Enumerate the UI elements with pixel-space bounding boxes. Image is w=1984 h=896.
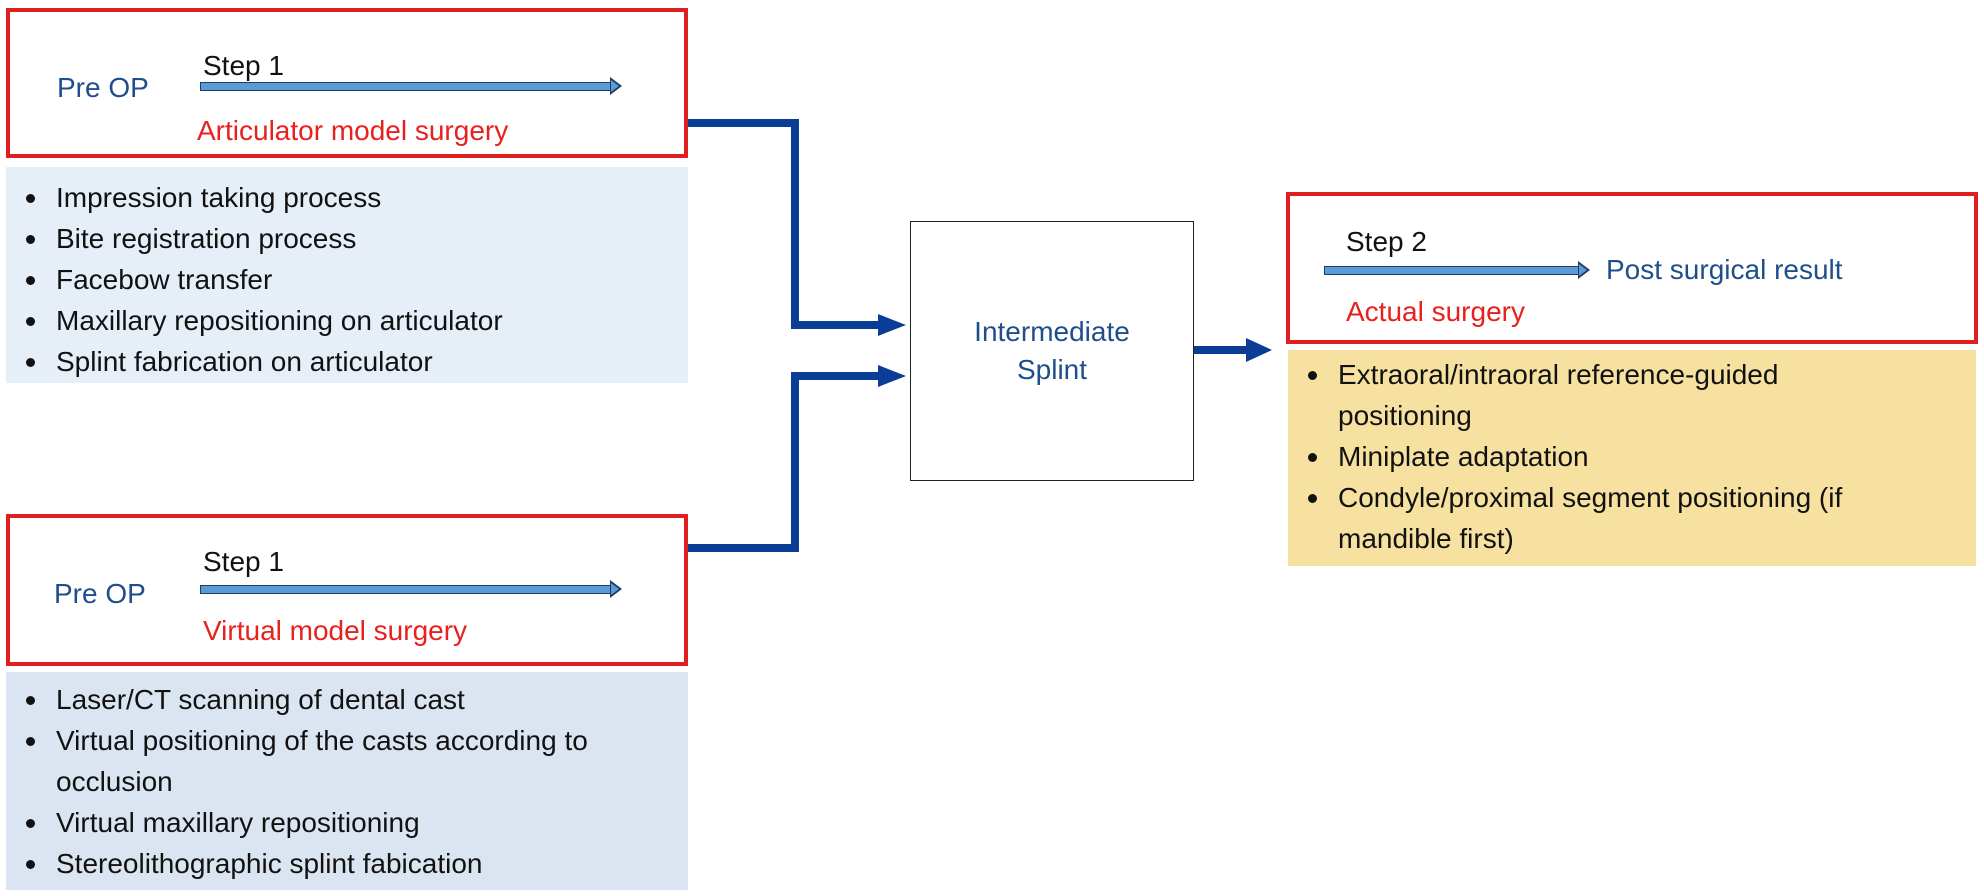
post-surgical-result-label: Post surgical result [1606,254,1843,285]
top-connector-arrowhead [878,314,906,336]
bottom-connector-arrowhead [878,365,906,387]
list-item: Laser/CT scanning of dental cast [6,679,606,720]
list-item: Condyle/proximal segment positioning (if… [1288,477,1898,559]
list-item: Extraoral/intraoral reference-guided pos… [1288,354,1858,436]
bottom-step-label: Step 1 [203,546,284,577]
top-step-arrow-head [610,77,622,95]
splint-label-line1: Intermediate [974,316,1130,347]
right-step-arrow-shaft [1324,266,1580,275]
list-item: Facebow transfer [6,259,688,300]
top-process-list: Impression taking process Bite registrat… [6,167,688,383]
top-method-label: Articulator model surgery [197,115,509,146]
right-process-list: Extraoral/intraoral reference-guided pos… [1288,350,1976,566]
list-item: Bite registration process [6,218,688,259]
list-item: Virtual maxillary repositioning [6,802,606,843]
right-step-box: Step 2 Post surgical result Actual surge… [1286,192,1978,344]
right-connector-arrowhead [1246,338,1272,362]
list-item: Miniplate adaptation [1288,436,1888,477]
top-connector-line [686,119,878,329]
top-step-arrow-shaft [200,82,612,91]
bottom-pre-op-label: Pre OP [54,578,146,609]
list-item: Impression taking process [6,177,688,218]
list-item: Splint fabrication on articulator [6,341,688,382]
right-step-arrow-head [1578,261,1590,279]
list-item: Maxillary repositioning on articulator [6,300,688,341]
bottom-process-list: Laser/CT scanning of dental cast Virtual… [6,672,688,890]
top-pre-op-label: Pre OP [57,72,149,103]
top-step-label: Step 1 [203,50,284,81]
bottom-step-arrow-head [610,580,622,598]
bottom-step-arrow-shaft [200,585,612,594]
right-step-label: Step 2 [1346,226,1427,257]
list-item: Virtual positioning of the casts accordi… [6,720,606,802]
splint-label-line2: Splint [1016,354,1088,385]
top-step-box: Pre OP Step 1 Articulator model surgery [6,8,688,158]
list-item: Stereolithographic splint fabication [6,843,606,884]
right-method-label: Actual surgery [1346,296,1525,327]
bottom-step-box: Pre OP Step 1 Virtual model surgery [6,514,688,666]
bottom-method-label: Virtual model surgery [203,615,468,646]
intermediate-splint-box: Intermediate Splint [910,221,1194,481]
bottom-connector-line [686,372,878,552]
